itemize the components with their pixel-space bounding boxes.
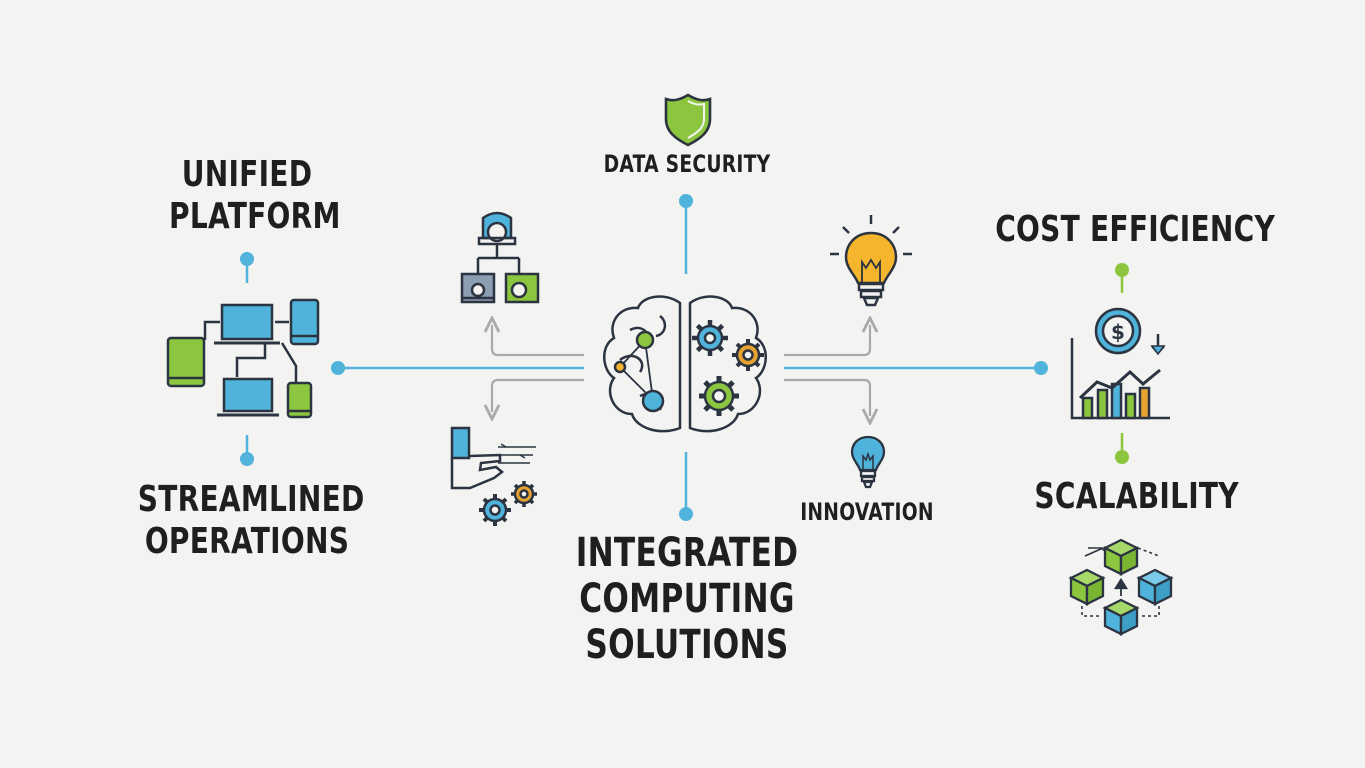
devices-icon	[168, 300, 318, 417]
streamlined-operations-label: STREAMLINED OPERATIONS	[138, 479, 356, 563]
cube-top	[1105, 540, 1137, 574]
data-security-label-text: DATA SECURITY	[591, 150, 783, 178]
streamlined-operations-label-line1: STREAMLINED	[138, 479, 356, 521]
cost-efficiency-label: COST EFFICIENCY	[995, 209, 1245, 251]
data-security-label: DATA SECURITY	[591, 150, 783, 178]
cost-efficiency-label-text: COST EFFICIENCY	[995, 209, 1245, 251]
connector-scalability-dot	[1115, 450, 1129, 464]
brain-gears-icon	[604, 297, 766, 432]
dollar-chart-icon: $	[1072, 309, 1170, 418]
unified-platform-label-line1: UNIFIED	[169, 154, 325, 196]
arrow-to-org-chart	[492, 325, 584, 355]
integrated-label-line2: COMPUTING	[570, 576, 804, 622]
unified-platform-label: UNIFIED PLATFORM	[169, 154, 325, 238]
connector-unified-dot	[240, 252, 254, 266]
connector-streamlined-dot	[240, 452, 254, 466]
arrow-to-lightbulb	[784, 325, 870, 355]
cube-right	[1139, 570, 1171, 604]
unified-platform-label-line2: PLATFORM	[169, 196, 325, 238]
connector-left-dot	[331, 361, 345, 375]
connector-bottom-dot	[679, 507, 693, 521]
arrow-to-innovation	[784, 380, 870, 416]
scalability-label-text: SCALABILITY	[1034, 476, 1221, 518]
innovation-label: INNOVATION	[797, 498, 937, 526]
dollar-symbol: $	[1111, 320, 1125, 344]
connector-top-dot	[679, 194, 693, 208]
arrow-to-hand-gears	[492, 380, 584, 412]
cube-left	[1071, 570, 1103, 604]
lightbulb-icon	[830, 215, 912, 305]
integrated-computing-solutions-label: INTEGRATED COMPUTING SOLUTIONS	[570, 530, 804, 668]
cube-bottom	[1105, 600, 1137, 634]
connector-cost-dot	[1115, 263, 1129, 277]
integrated-label-line3: SOLUTIONS	[570, 622, 804, 668]
cubes-icon	[1071, 540, 1171, 634]
org-chart-icon	[462, 213, 538, 302]
integrated-label-line1: INTEGRATED	[570, 530, 804, 576]
streamlined-operations-label-line2: OPERATIONS	[138, 521, 356, 563]
shield-icon	[666, 95, 710, 145]
connector-right-dot	[1034, 361, 1048, 375]
scalability-label: SCALABILITY	[1034, 476, 1221, 518]
innovation-label-text: INNOVATION	[797, 498, 937, 526]
lightbulb-icon	[852, 437, 884, 487]
hand-gears-icon	[452, 428, 537, 526]
